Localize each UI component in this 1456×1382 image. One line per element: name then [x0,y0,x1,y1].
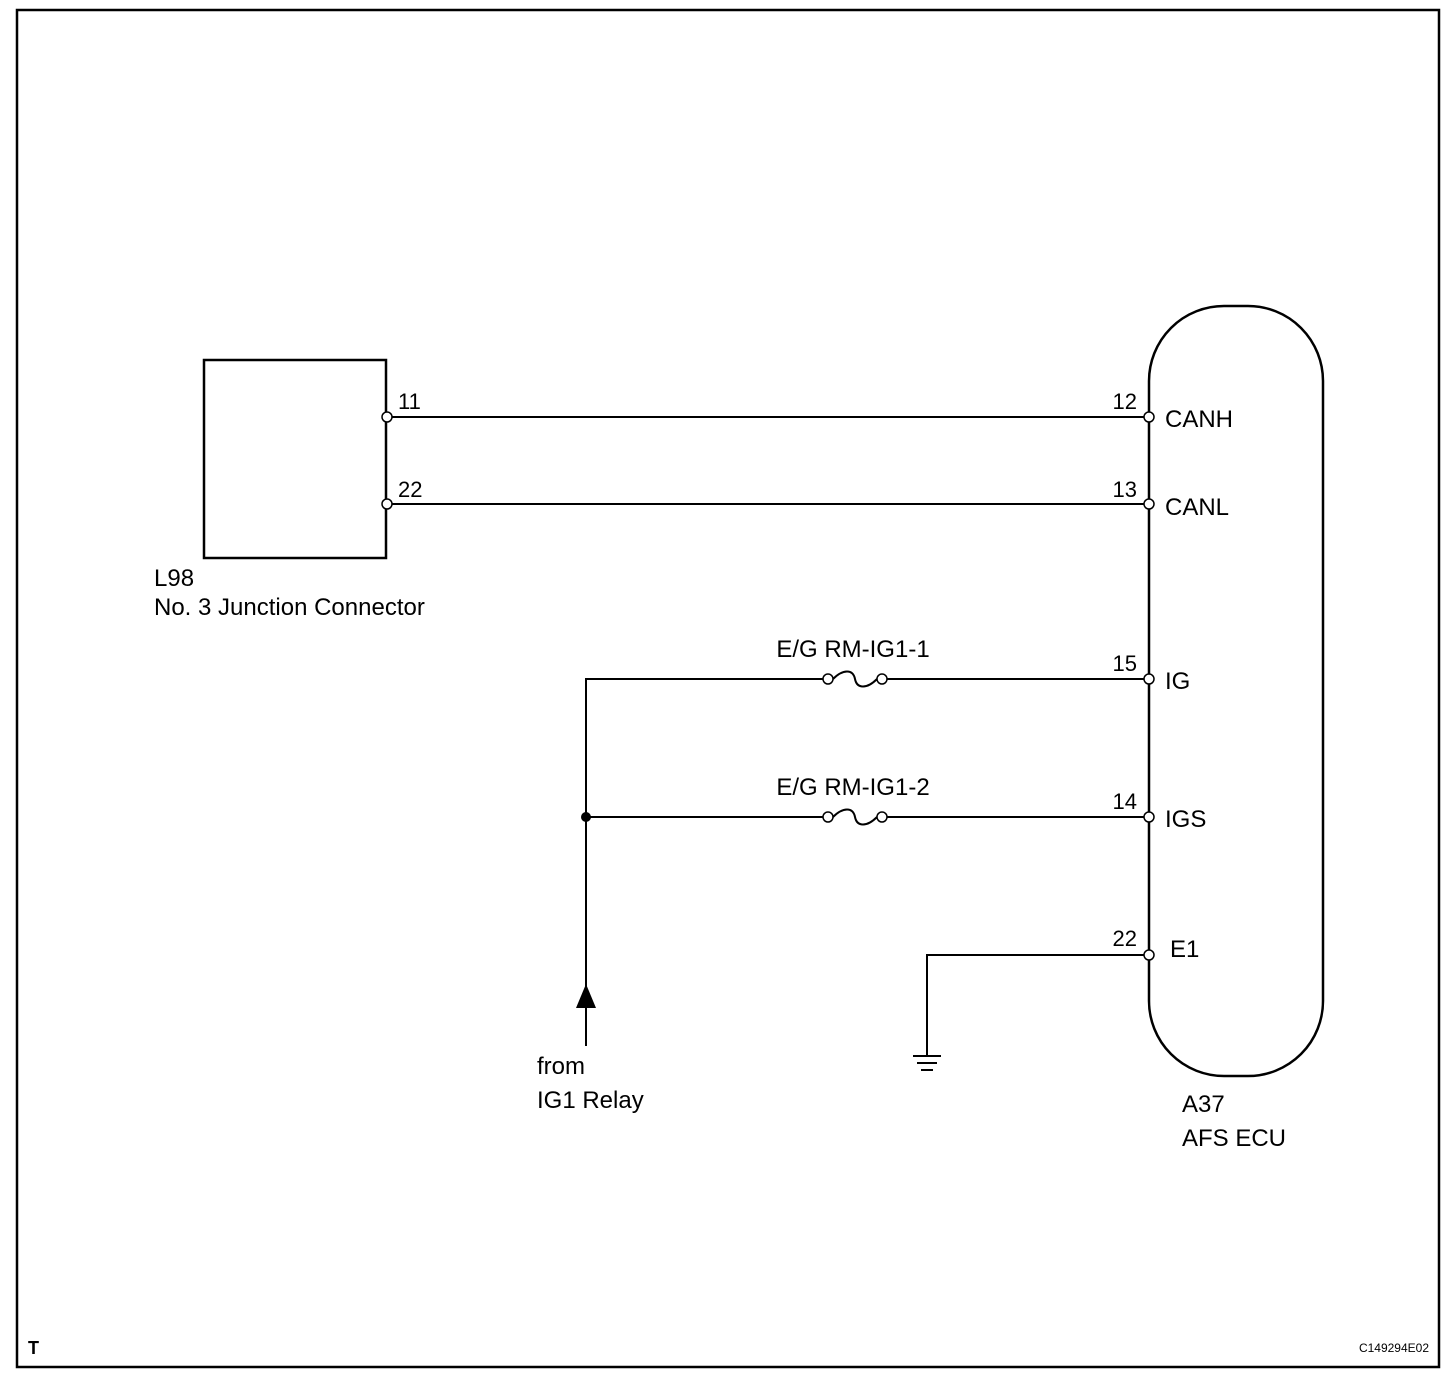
l98-pin-22-terminal [381,498,393,510]
fuse-2-label: E/G RM-IG1-2 [776,774,929,801]
ecu-pin-12-signal: CANH [1165,406,1233,433]
fuse-1-label: E/G RM-IG1-1 [776,636,929,663]
l98-pin-22-number: 22 [398,477,422,502]
ecu-pin-15-number: 15 [1113,651,1137,676]
ecu-pin-13-signal: CANL [1165,494,1229,521]
fuse-1 [822,670,888,688]
ecu-pin-22-number: 22 [1113,926,1137,951]
ecu-pin-14-number: 14 [1113,789,1137,814]
ecu-pin-14-signal: IGS [1165,806,1206,833]
connector-code: L98 [154,565,194,592]
ecu-pin-14-terminal [1143,811,1155,823]
figure-code: C149294E02 [1359,1341,1429,1355]
source-arrow-icon [576,984,596,1008]
l98-pin-11-number: 11 [398,389,421,414]
ecu-pin-13-number: 13 [1113,477,1137,502]
ecu-code: A37 [1182,1091,1225,1118]
ecu-pin-15-terminal [1143,673,1155,685]
source-label-line2: IG1 Relay [537,1087,644,1114]
corner-mark: T [28,1338,39,1358]
ecu-pin-22-terminal [1143,949,1155,961]
ecu-pin-22-signal: E1 [1170,936,1199,963]
diagram-frame [15,8,1441,1369]
l98-pin-11-terminal [381,411,393,423]
fuse-1-element [832,670,878,688]
fuse-2-left-terminal [822,811,834,823]
fuse-1-left-terminal [822,673,834,685]
source-label-line1: from [537,1053,585,1080]
afs-ecu-box [1147,304,1325,1078]
fuse-2-element [832,808,878,826]
junction-connector-box [202,358,388,560]
connector-name: No. 3 Junction Connector [154,594,425,621]
ecu-pin-13-terminal [1143,498,1155,510]
splice-point [581,812,591,822]
fuse-2-right-terminal [876,811,888,823]
fuse-1-right-terminal [876,673,888,685]
ecu-name: AFS ECU [1182,1125,1286,1152]
ecu-pin-12-number: 12 [1113,389,1137,414]
ecu-pin-15-signal: IG [1165,668,1190,695]
ig-wire-left [585,678,823,1008]
ground-wire [926,954,1149,1056]
ground-icon [913,1055,941,1071]
fuse-2 [822,808,888,826]
ecu-pin-12-terminal [1143,411,1155,423]
